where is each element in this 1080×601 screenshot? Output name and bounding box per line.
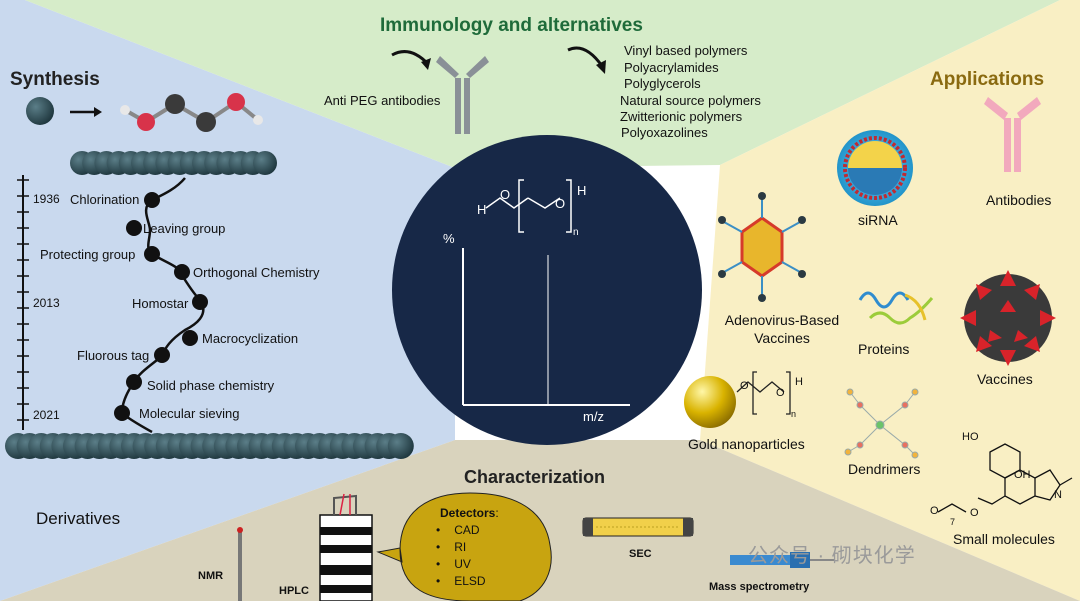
timeline-event: Chlorination <box>70 192 140 207</box>
plot-y-label: % <box>443 231 455 246</box>
anti-peg-antibody-shape <box>436 56 489 134</box>
timeline-event: Solid phase chemistry <box>147 378 275 393</box>
timeline-year: 2013 <box>33 296 60 310</box>
formula-o-right: O <box>555 196 566 211</box>
synthesis-heading: Synthesis <box>10 69 100 90</box>
morphine-oh: OH <box>1014 469 1031 481</box>
polymer-label: Polyoxazolines <box>621 125 708 140</box>
timeline-nodes <box>114 192 208 421</box>
application-label: Dendrimers <box>848 461 921 477</box>
anti-peg-antibodies-label: Anti PEG antibodies <box>324 93 441 108</box>
polymer-label: Zwitterionic polymers <box>620 109 743 124</box>
detector-item: •UV <box>436 557 471 571</box>
morphine-n: N <box>1054 489 1062 501</box>
center-circle <box>392 135 702 445</box>
characterization-heading: Characterization <box>464 467 606 487</box>
hplc-label: HPLC <box>279 585 309 597</box>
bead <box>387 433 414 459</box>
mass-spec-device <box>730 552 835 568</box>
morphine-o2: O <box>970 507 979 519</box>
morphine-ho: HO <box>962 431 979 443</box>
gold-formula-o-left: O <box>740 380 749 392</box>
dendrimer-shape <box>844 388 919 459</box>
vaccine-virus-shape <box>960 270 1056 366</box>
small-molecule-structure <box>937 443 1073 513</box>
application-label: Vaccines <box>977 371 1033 387</box>
sirna-particle <box>837 130 913 206</box>
bottom-bead-row <box>5 433 414 459</box>
timeline-event: Fluorous tag <box>77 348 150 363</box>
bead <box>253 151 277 175</box>
timeline-event: Macrocyclization <box>202 331 299 346</box>
morphine-o1: O <box>930 505 939 517</box>
timeline-event: Leaving group <box>143 221 226 236</box>
formula-subscript: n <box>573 227 579 238</box>
mass-spec-label: Mass spectrometry <box>709 581 810 593</box>
timeline-event: Orthogonal Chemistry <box>193 265 320 280</box>
derivatives-heading: Derivatives <box>36 509 121 528</box>
application-label: Antibodies <box>986 192 1052 208</box>
gold-formula-subscript: n <box>791 409 797 419</box>
plot-x-label: m/z <box>583 409 604 424</box>
timeline-year: 1936 <box>33 192 60 206</box>
sec-column <box>582 517 694 537</box>
detectors-colon: : <box>495 506 499 520</box>
detectors-list: Detectors: •CAD •RI •UV •ELSD <box>436 506 499 588</box>
timeline-ticks <box>17 179 29 421</box>
application-label: Gold nanoparticles <box>688 436 805 452</box>
peg-molecule-model <box>120 93 263 132</box>
protein-shape <box>858 291 934 325</box>
nmr-label: NMR <box>198 570 224 582</box>
adenovirus-shape <box>718 192 806 302</box>
detector-item: •ELSD <box>436 574 486 588</box>
detector-item: •CAD <box>436 523 480 537</box>
gold-nanoparticle <box>684 376 736 428</box>
polymer-label: Polyglycerols <box>624 76 701 91</box>
formula-h-right: H <box>577 183 587 198</box>
sec-label: SEC <box>629 548 652 560</box>
polymer-label: Natural source polymers <box>620 93 761 108</box>
application-label: Small molecules <box>953 531 1055 547</box>
detector-item: •RI <box>436 540 467 554</box>
timeline-event: Protecting group <box>40 247 136 262</box>
timeline-event: Molecular sieving <box>139 406 240 421</box>
detector-bubble <box>376 492 552 601</box>
polymer-label: Polyacrylamides <box>624 60 719 75</box>
timeline-year: 2021 <box>33 408 60 422</box>
arrow-right-curve <box>567 46 604 67</box>
timeline-event: Homostar <box>132 296 189 311</box>
immunology-heading: Immunology and alternatives <box>380 15 643 36</box>
hplc-instrument <box>319 493 373 601</box>
morphine-sub7: 7 <box>950 517 956 527</box>
antibodies-shape <box>984 97 1041 172</box>
formula-o-left: O <box>500 187 511 202</box>
gold-formula-h-right: H <box>795 376 803 388</box>
applications-heading: Applications <box>930 69 1045 90</box>
application-label: siRNA <box>858 212 898 228</box>
application-label: Proteins <box>858 341 910 357</box>
watermark-text: 公众号 · 砌块化学 <box>748 545 916 567</box>
polymer-label: Vinyl based polymers <box>624 43 748 58</box>
detectors-title: Detectors <box>440 506 496 520</box>
top-bead-row <box>70 151 277 175</box>
formula-h-left: H <box>477 202 487 217</box>
gold-formula-o-right: O <box>776 387 785 399</box>
immunology-region <box>25 0 1060 168</box>
